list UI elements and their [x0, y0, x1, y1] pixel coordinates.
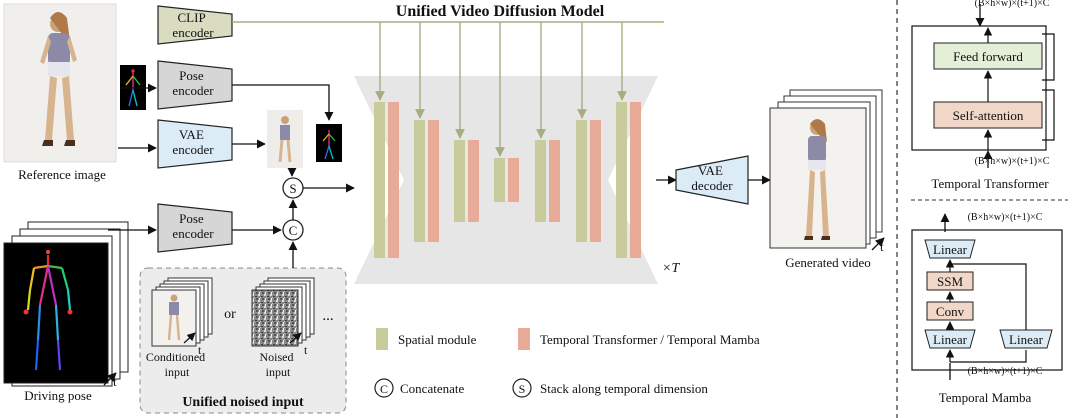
unified-noised-input-panel [139, 267, 347, 414]
temporal-block-5 [549, 140, 560, 222]
vae-decoder-label: VAE decoder [691, 163, 733, 193]
legend-concat-label: Concatenate [400, 381, 464, 396]
conditioned-input-line-2: input [165, 365, 190, 379]
pose-encoder-top-line-2: encoder [172, 83, 214, 98]
spatial-block-2 [414, 120, 425, 242]
driving-pose-time-arrow [103, 372, 117, 386]
vae-encoder-line-1: VAE [179, 127, 204, 142]
self-attention-label: Self-attention [953, 108, 1024, 123]
vae-encoder-line-2: encoder [172, 142, 214, 157]
tm-top-label: (B×h×w)×(t+1)×C [968, 212, 1043, 223]
mamba-linear-left [924, 329, 976, 349]
noised-input-line-2: input [266, 365, 291, 379]
noised-input-time-label: t [304, 343, 308, 357]
spatial-block-4 [494, 158, 505, 202]
clip-encoder: CLIP encoder [157, 5, 233, 45]
clip-encoder-label: CLIP encoder [172, 10, 214, 40]
concat-operation-letter: C [289, 223, 298, 238]
temporal-block-1 [388, 102, 399, 258]
mamba-linear-top [924, 239, 976, 259]
clip-conditioning-lines [232, 21, 664, 157]
legend-stack-label: Stack along temporal dimension [540, 381, 708, 396]
temporal-block-6 [590, 120, 601, 242]
clip-encoder-line-2: encoder [172, 25, 214, 40]
noised-input-label: Noised input [260, 350, 297, 379]
temporal-block-3 [468, 140, 479, 222]
diagram-title: Unified Video Diffusion Model [396, 3, 605, 20]
generated-video-time-label: t [880, 239, 884, 254]
driving-pose-stack [3, 221, 129, 387]
mamba-linear-top-label: Linear [933, 242, 968, 257]
tt-bottom-label: (B×h×w)×(t+1)×C [975, 156, 1050, 167]
pose-encoder-top: Pose encoder [157, 60, 233, 110]
temporal-transformer-panel: (B×h×w)×(t+1)×C Feed forward Self-attent… [911, 0, 1068, 201]
vae-decoder-line-1: VAE [698, 163, 723, 178]
conditioned-input-time-label: t [198, 343, 202, 357]
vae-encoder: VAE encoder [157, 119, 233, 169]
mamba-linear-right-label: Linear [1009, 332, 1044, 347]
tm-caption: Temporal Mamba [939, 390, 1032, 405]
mamba-linear-left-label: Linear [933, 332, 968, 347]
latent-reference-thumbnail [267, 110, 303, 168]
conditioned-input-label: Conditioned input [146, 350, 208, 379]
vae-decoder-line-2: decoder [691, 178, 733, 193]
spatial-block-6 [576, 120, 587, 242]
conditioned-input-line-1: Conditioned [146, 350, 205, 364]
legend-temporal-label: Temporal Transformer / Temporal Mamba [540, 332, 760, 347]
stack-operation: S [282, 177, 304, 199]
tt-top-label: (B×h×w)×(t+1)×C [975, 0, 1050, 9]
clip-encoder-line-1: CLIP [178, 10, 206, 25]
unified-noised-input-title: Unified noised input [182, 395, 304, 410]
tm-bottom-label: (B×h×w)×(t+1)×C [968, 366, 1043, 377]
feed-forward-block [933, 42, 1043, 70]
pose-encoder-bottom-line-1: Pose [179, 211, 204, 226]
spatial-block-5 [535, 140, 546, 222]
vae-encoder-label: VAE encoder [172, 127, 214, 157]
driving-pose-time-label: t [113, 374, 117, 389]
pose-encoder-bottom-line-2: encoder [172, 226, 214, 241]
spatial-block-7 [616, 102, 627, 258]
connector-lines [108, 83, 771, 268]
legend-spatial-label: Spatial module [398, 332, 477, 347]
feed-forward-label: Feed forward [953, 49, 1023, 64]
pose-encoder-top-label: Pose encoder [172, 68, 214, 98]
stack-operation-letter: S [289, 181, 296, 196]
reference-image-caption: Reference image [18, 167, 106, 182]
generated-video-stack [769, 89, 883, 249]
temporal-block-2 [428, 120, 439, 242]
mamba-ssm-label: SSM [937, 274, 963, 289]
legend-concat-letter: C [380, 382, 388, 396]
legend-stack-letter: S [519, 382, 526, 396]
times-t-label: ×T [662, 261, 680, 276]
latent-pose-thumbnail [316, 124, 342, 162]
generated-video-time-arrow [871, 237, 885, 251]
pose-encoder-bottom: Pose encoder [157, 203, 233, 253]
spatial-block-3 [454, 140, 465, 222]
unet-hourglass [354, 76, 658, 284]
driving-pose-caption: Driving pose [24, 388, 92, 403]
tt-caption: Temporal Transformer [931, 176, 1049, 191]
ellipsis-label: ... [322, 308, 333, 324]
mamba-linear-right [999, 329, 1053, 349]
mamba-conv-label: Conv [936, 304, 965, 319]
pose-encoder-bottom-label: Pose encoder [172, 211, 214, 241]
legend: Spatial module Temporal Transformer / Te… [374, 328, 760, 398]
legend-temporal-swatch [518, 328, 530, 350]
or-label: or [224, 307, 236, 322]
generated-video-caption: Generated video [785, 255, 871, 270]
legend-spatial-swatch [376, 328, 388, 350]
vae-decoder: VAE decoder [675, 155, 749, 205]
noised-input-line-1: Noised [260, 350, 294, 364]
pose-encoder-top-line-1: Pose [179, 68, 204, 83]
temporal-block-4 [508, 158, 519, 202]
unet-blocks [374, 102, 641, 258]
reference-image [3, 3, 117, 163]
temporal-mamba-panel: (B×h×w)×(t+1)×C Linear SSM Conv Linear L… [911, 212, 1063, 405]
self-attention-block [933, 101, 1043, 129]
concat-operation: C [282, 219, 304, 241]
temporal-block-7 [630, 102, 641, 258]
spatial-block-1 [374, 102, 385, 258]
